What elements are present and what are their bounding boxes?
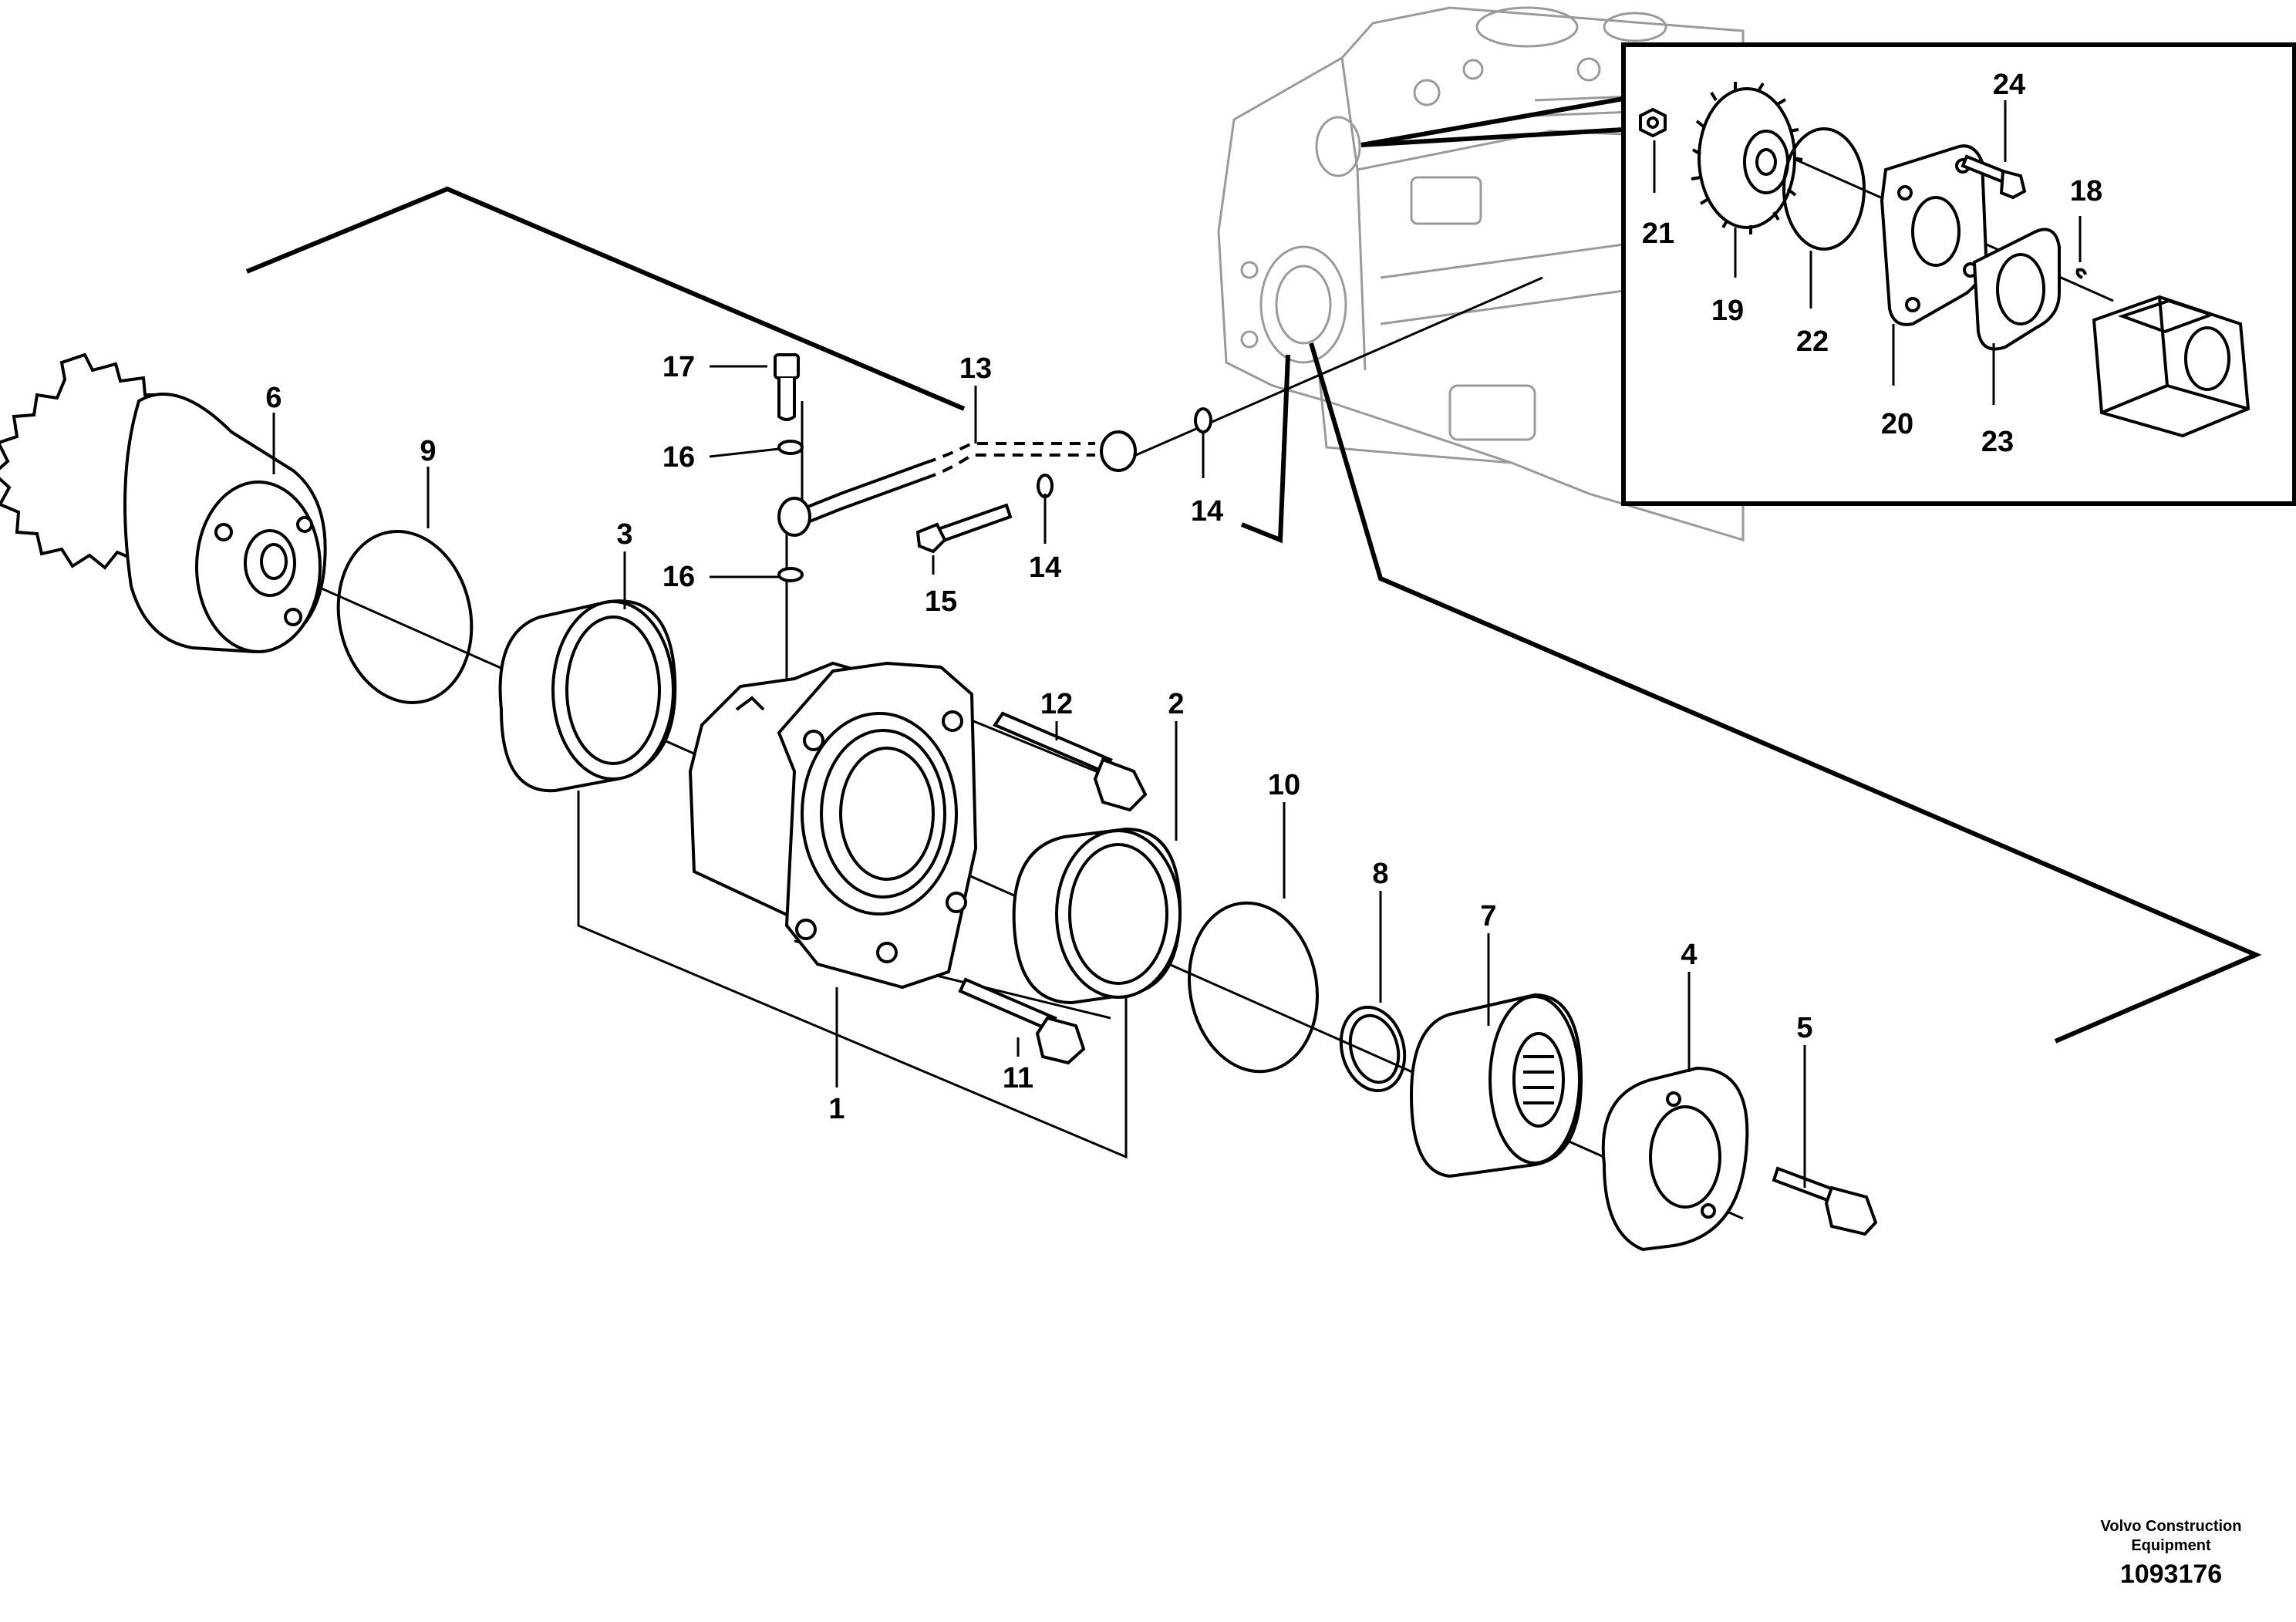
part-11-bolt <box>958 977 1086 1065</box>
callout-5: 5 <box>1796 1012 1812 1044</box>
part-19-gear <box>1691 82 1803 234</box>
callout-labels: 6 9 3 2 12 10 8 7 4 5 1 11 17 16 16 13 1… <box>265 69 2102 1125</box>
callout-7: 7 <box>1480 900 1496 932</box>
part-21-nut <box>1639 107 1667 138</box>
part-1-pump-housing <box>688 661 978 990</box>
part-7-coupling <box>1409 993 1583 1179</box>
part-6-drive-gear <box>0 352 327 654</box>
part-16-washer-upper <box>777 440 804 455</box>
publisher-line-2: Equipment <box>2131 1537 2211 1554</box>
callout-1: 1 <box>828 1093 845 1125</box>
callout-18: 18 <box>2070 175 2102 207</box>
callout-14-right: 14 <box>1191 495 1223 528</box>
callout-10: 10 <box>1268 769 1300 801</box>
part-17-banjo-bolt <box>774 353 800 421</box>
part-15-bolt <box>915 503 1013 554</box>
callout-21: 21 <box>1642 218 1674 250</box>
callout-2: 2 <box>1168 688 1184 720</box>
callout-12: 12 <box>1040 688 1073 720</box>
part-8-snap-ring <box>1339 1005 1407 1093</box>
leader-lines <box>272 100 2082 1188</box>
part-24-screw <box>1961 154 2027 200</box>
part-10-o-ring <box>1188 901 1319 1074</box>
part-5-cap-screw <box>1772 1166 1878 1236</box>
drawing-footer: Volvo Construction Equipment 1093176 <box>2101 1518 2242 1589</box>
callout-19: 19 <box>1711 295 1744 327</box>
part-12-bolt <box>993 711 1148 812</box>
part-9-o-ring <box>336 530 474 704</box>
publisher-line-1: Volvo Construction <box>2101 1518 2242 1535</box>
callout-6: 6 <box>265 382 282 414</box>
callout-4: 4 <box>1681 939 1697 971</box>
part-18-clip <box>2075 268 2087 279</box>
part-23-gasket <box>1972 228 2061 351</box>
part-16-washer-lower <box>777 567 804 582</box>
part-3-bushing <box>498 599 677 793</box>
callout-16-lower: 16 <box>663 561 695 593</box>
part-2-bushing <box>1012 827 1182 1005</box>
part-4-cover-plate <box>1601 1066 1749 1252</box>
callout-3: 3 <box>616 518 632 551</box>
callout-8: 8 <box>1372 858 1388 890</box>
callout-16-upper: 16 <box>663 441 695 474</box>
part-13-oil-pipe <box>777 430 1137 537</box>
callout-15: 15 <box>925 585 957 618</box>
callout-14-left: 14 <box>1029 551 1061 584</box>
part-22-o-ring <box>1782 127 1866 251</box>
detail-inset-box <box>1360 42 2296 506</box>
part-14-washer-left <box>1037 474 1054 498</box>
callout-20: 20 <box>1881 408 1913 440</box>
figure-number: 1093176 <box>2120 1560 2222 1589</box>
callout-9: 9 <box>420 435 436 467</box>
section-break-lines <box>245 186 2262 1044</box>
callout-13: 13 <box>959 352 992 385</box>
callout-17: 17 <box>663 351 695 383</box>
callout-11: 11 <box>1003 1062 1033 1094</box>
callout-23: 23 <box>1981 426 2014 458</box>
callout-24: 24 <box>1993 69 2025 101</box>
callout-22: 22 <box>1796 325 1829 358</box>
part-14-washer-right <box>1194 407 1212 433</box>
hydraulic-pump-drawing <box>2092 295 2250 438</box>
